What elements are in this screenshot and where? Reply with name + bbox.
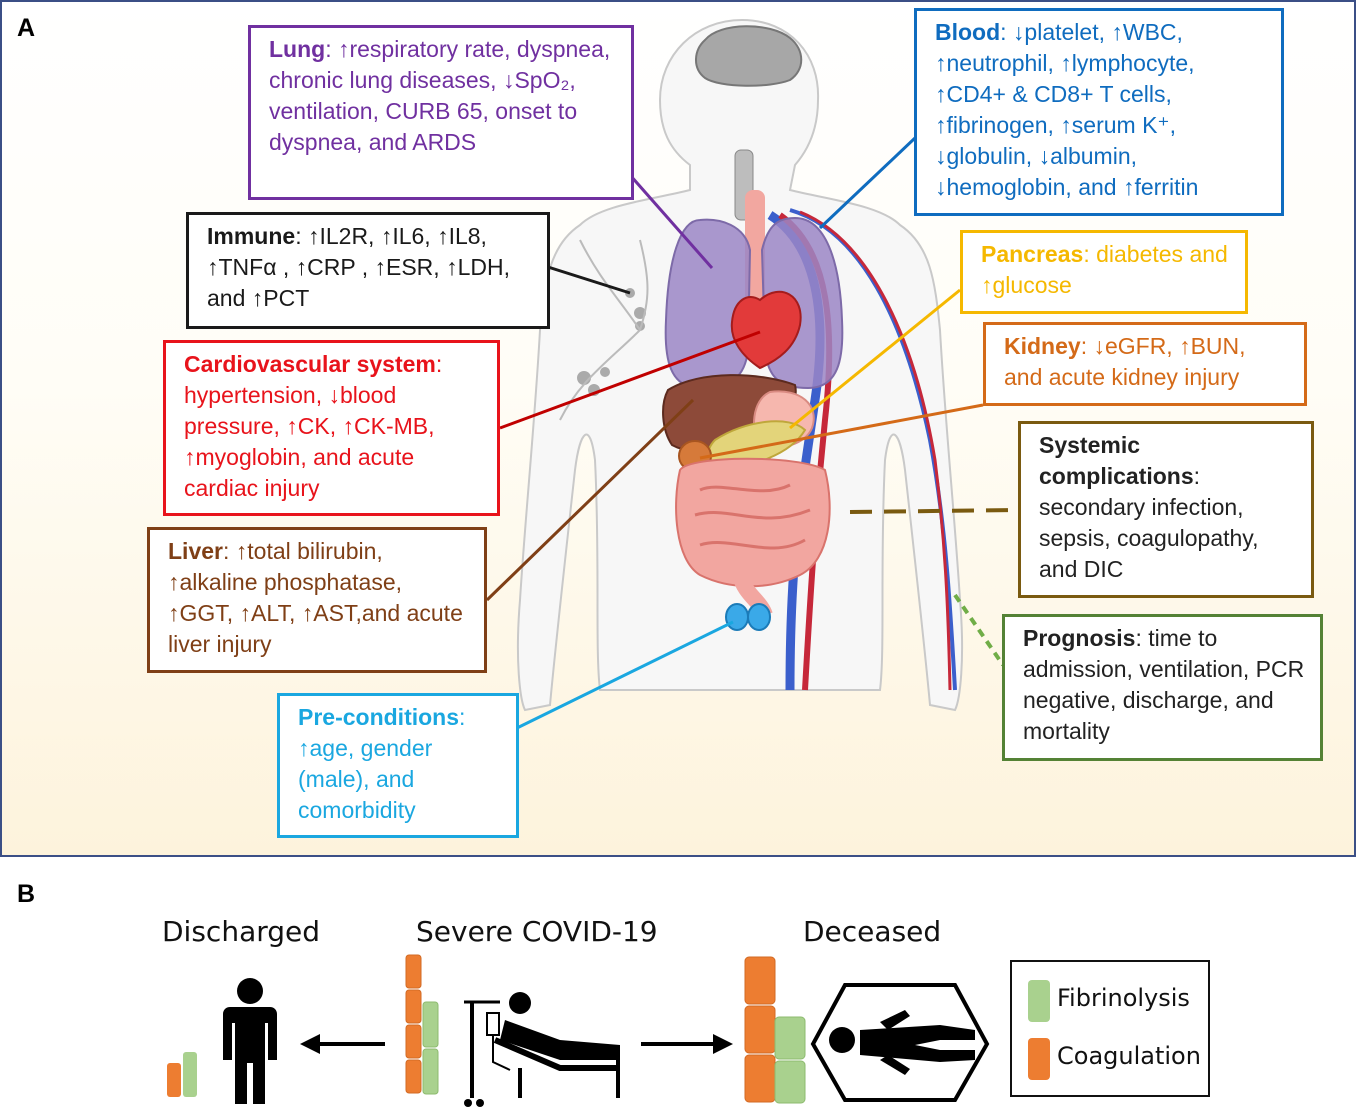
- discharged-caption: Discharged: [162, 915, 321, 948]
- legend-label-coagulation: Coagulation: [1057, 1042, 1201, 1070]
- immune-title: Immune: [207, 223, 296, 249]
- blood-title: Blood: [935, 19, 1001, 45]
- lung-title: Lung: [269, 36, 326, 62]
- prognosis-text: : time to admission, ventilation, PCR ne…: [1023, 625, 1305, 744]
- prognosis-title: Prognosis: [1023, 625, 1136, 651]
- deceased-fibrinolysis-stack: [774, 1016, 806, 1104]
- preconditions-box: Pre-conditions: ↑age, gender (male), and…: [277, 693, 519, 838]
- blood-connector: [818, 136, 917, 230]
- cardio-box: Cardiovascular system: hypertension, ↓bl…: [163, 340, 500, 516]
- liver-text: : ↑total bilirubin, ↑alkaline phosphatas…: [168, 538, 463, 657]
- cardio-text: : hypertension, ↓blood pressure, ↑CK, ↑C…: [184, 351, 443, 501]
- cardio-title: Cardiovascular system: [184, 351, 436, 377]
- pancreas-text: : diabetes and ↑glucose: [981, 241, 1228, 298]
- kidney-connector: [699, 403, 984, 460]
- brain: [695, 25, 803, 87]
- lung-box: Lung: ↑respiratory rate, dyspnea, chroni…: [248, 25, 634, 200]
- person-standing-icon: [223, 978, 277, 1104]
- panel-label-b: B: [17, 880, 36, 908]
- bladder-right: [747, 603, 771, 631]
- heart: [730, 290, 802, 370]
- arrow-to-deceased: [641, 1034, 733, 1054]
- pancreas-title: Pancreas: [981, 241, 1084, 267]
- deceased-coagulation-stack: [744, 956, 776, 1103]
- immune-text: : ↑IL2R, ↑IL6, ↑IL8, ↑TNFα , ↑CRP , ↑ESR…: [207, 223, 510, 311]
- discharged-coagulation-bar: [167, 1063, 181, 1097]
- pancreas-box: Pancreas: diabetes and ↑glucose: [960, 230, 1248, 314]
- severe-coagulation-stack: [405, 954, 422, 1094]
- intestines: [675, 457, 831, 588]
- legend: Fibrinolysis Coagulation: [1010, 960, 1210, 1097]
- legend-label-fibrinolysis: Fibrinolysis: [1057, 984, 1190, 1012]
- preconditions-connector: [516, 620, 734, 730]
- coffin-icon: [810, 983, 990, 1102]
- severe-caption: Severe COVID-19: [416, 915, 658, 948]
- lung-connector: [628, 174, 714, 269]
- systemic-title: Systemic complications: [1039, 432, 1194, 489]
- liver-connector: [485, 398, 695, 602]
- discharged-fibrinolysis-bar: [183, 1052, 197, 1097]
- prognosis-connector: [953, 593, 1005, 667]
- panel-label-a: A: [17, 14, 36, 42]
- preconditions-text: : ↑age, gender (male), and comorbidity: [298, 704, 466, 823]
- systemic-connector: [849, 508, 1019, 514]
- preconditions-title: Pre-conditions: [298, 704, 460, 730]
- arrow-to-discharged: [300, 1034, 385, 1054]
- pancreas-connector: [789, 288, 961, 430]
- kidney-box: Kidney: ↓eGFR, ↑BUN, and acute kidney in…: [983, 322, 1307, 406]
- patient-bed-icon: [464, 992, 620, 1107]
- blood-text: : ↓platelet, ↑WBC, ↑neutrophil, ↑lymphoc…: [935, 19, 1199, 200]
- systemic-text: : secondary infection, sepsis, coagulopa…: [1039, 463, 1259, 582]
- legend-swatch-fibrinolysis: [1028, 980, 1050, 1022]
- lung-text: : ↑respiratory rate, dyspnea, chronic lu…: [269, 36, 611, 155]
- kidney-text: : ↓eGFR, ↑BUN, and acute kidney injury: [1004, 333, 1246, 390]
- arm-artery: [799, 210, 952, 691]
- legend-swatch-coagulation: [1028, 1038, 1050, 1080]
- immune-box: Immune: ↑IL2R, ↑IL6, ↑IL8, ↑TNFα , ↑CRP …: [186, 212, 550, 329]
- deceased-caption: Deceased: [803, 915, 942, 948]
- kidney-title: Kidney: [1004, 333, 1081, 359]
- severe-fibrinolysis-stack: [422, 1001, 439, 1095]
- liver-box: Liver: ↑total bilirubin, ↑alkaline phosp…: [147, 527, 487, 673]
- liver-title: Liver: [168, 538, 223, 564]
- blood-box: Blood: ↓platelet, ↑WBC, ↑neutrophil, ↑ly…: [914, 8, 1284, 216]
- cardio-connector: [499, 330, 761, 430]
- systemic-box: Systemic complications: secondary infect…: [1018, 421, 1314, 598]
- prognosis-box: Prognosis: time to admission, ventilatio…: [1002, 614, 1323, 761]
